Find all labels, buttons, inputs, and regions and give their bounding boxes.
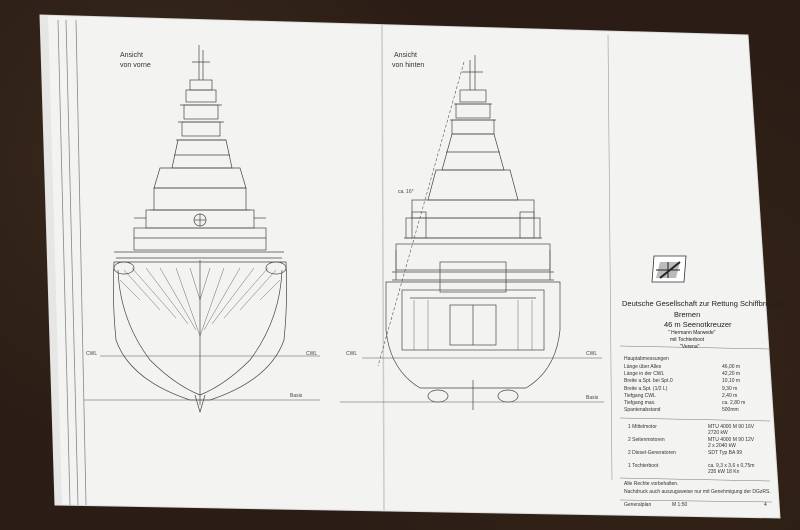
front-view-drawing: [112, 45, 288, 414]
machinery-label: 2 Seitenmotoren: [628, 437, 665, 443]
vessel-type: 46 m Seenotkreuzer: [664, 320, 732, 329]
org-title: Deutsche Gesellschaft zur Rettung Schiff…: [622, 299, 790, 308]
cwl-label-rear-right: CWL: [586, 351, 598, 357]
basis-label-front: Basis: [290, 393, 303, 399]
machinery-value: SDT Typ BA 99: [708, 450, 743, 456]
machinery-label: 1 Mittelmotor: [628, 424, 657, 430]
spec-label: Breite a.Spt. bei Spt.0: [624, 378, 673, 385]
page-number: 4: [764, 502, 767, 508]
reprint-note: Nachdruck auch auszugsweise nur mit Gene…: [624, 489, 771, 495]
rear-view-label-2: von hinten: [392, 62, 425, 69]
spec-label: Tiefgang max.: [624, 400, 656, 406]
machinery-value-secondary: 2720 kW: [708, 430, 728, 436]
machinery-label: 1 Tochterboot: [628, 463, 659, 469]
angle-label: ca. 16°: [398, 189, 414, 195]
specs-heading: Hauptabmessungen: [624, 356, 669, 362]
vessel-name: " Hermann Marwede": [668, 330, 716, 336]
plan-scale: M 1:50: [672, 502, 688, 508]
front-view-label-1: Ansicht: [120, 52, 143, 59]
machinery-value-secondary: 235 kW 18 Kn: [708, 469, 740, 475]
machinery-value: MTU 4000 M 90 12V: [708, 437, 755, 443]
cwl-label-rear-left: CWL: [346, 351, 358, 357]
cwl-label-front-left: CWL: [86, 351, 98, 357]
plan-type: Generalplan: [624, 502, 652, 508]
spec-value: 2,40 m: [722, 392, 738, 399]
angle-line: [377, 61, 465, 367]
basis-label-rear: Basis: [586, 395, 599, 401]
front-view-label-2: von vorne: [120, 62, 151, 69]
spec-value: 10,10 m: [722, 378, 741, 385]
machinery-value-secondary: 2 x 2040 kW: [708, 443, 736, 449]
spec-label: Tiefgang CWL: [624, 392, 656, 399]
spec-value: 42,20 m: [722, 371, 741, 378]
machinery-value: MTU 4000 M 90 16V: [708, 424, 755, 430]
machinery-value: ca. 9,3 x 3,6 x 0,75m: [708, 463, 755, 469]
daughter-boat-label: mit Tochterboot: [670, 337, 705, 343]
spec-value: 9,30 m: [722, 385, 738, 392]
spec-label: Länge über Alles: [624, 364, 662, 370]
spec-label: Breite a.Spt. (1/2 L): [624, 385, 668, 392]
dgzrs-flag-logo: [651, 255, 687, 283]
city: Bremen: [674, 310, 701, 319]
spec-value: ca. 2,80 m: [722, 400, 746, 406]
spec-value: 46,00 m: [722, 364, 741, 370]
rear-view-label-1: Ansicht: [394, 52, 417, 59]
rear-view-drawing: [385, 55, 561, 410]
spec-label: Spantenabstand: [624, 407, 661, 414]
spec-value: 500mm: [722, 407, 739, 414]
machinery-label: 2 Diesel-Generatoren: [628, 450, 676, 456]
daughter-boat-name: "Verena": [680, 344, 700, 350]
rights-note: Alle Rechte vorbehalten.: [624, 481, 679, 487]
cwl-label-front-right: CWL: [306, 351, 318, 357]
spec-label: Länge in der CWL: [624, 371, 665, 378]
